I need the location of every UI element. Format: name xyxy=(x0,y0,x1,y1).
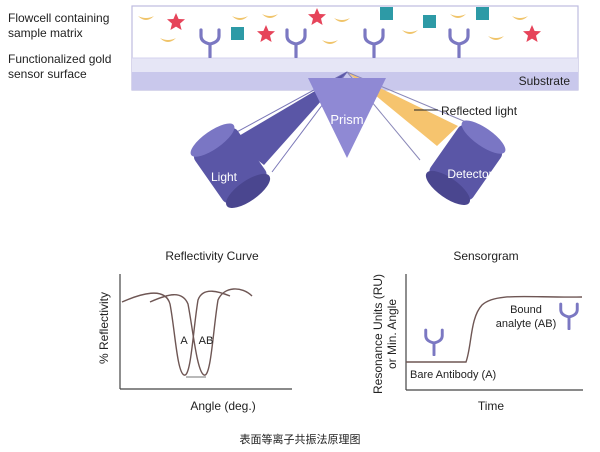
bare-antibody-icon xyxy=(424,328,444,356)
figure-caption: 表面等离子共振法原理图 xyxy=(240,432,361,446)
reflectivity-chart: Reflectivity Curve A AB Angle (deg.) % R… xyxy=(97,249,292,413)
sensorgram-curve xyxy=(406,295,583,363)
curve-a-label: A xyxy=(180,335,188,347)
crescent xyxy=(512,16,528,20)
square-icon xyxy=(476,7,489,20)
crescent xyxy=(262,14,278,18)
sensorgram-y-label-line1: Resonance Units (RU) xyxy=(371,274,385,394)
bound-antibody-icon xyxy=(559,302,579,330)
curve-ab xyxy=(149,288,253,376)
square-icon xyxy=(423,15,436,28)
sensorgram-chart: Sensorgram Bare Antibody (A) Bound analy… xyxy=(371,249,583,413)
square-icon xyxy=(380,7,393,20)
reflectivity-x-label: Angle (deg.) xyxy=(190,399,255,413)
flowcell-label-line2: sample matrix xyxy=(8,26,83,40)
reflectivity-y-label: % Reflectivity xyxy=(97,292,111,364)
bare-antibody-label: Bare Antibody (A) xyxy=(410,369,496,381)
crescent xyxy=(322,40,338,44)
light-label: Light xyxy=(211,170,238,184)
square-icon xyxy=(231,27,244,40)
prism-label: Prism xyxy=(330,112,363,127)
curve-a xyxy=(121,290,231,376)
analyte-crescents xyxy=(138,14,528,44)
crescent xyxy=(232,16,248,20)
bound-label-line2: analyte (AB) xyxy=(496,318,557,330)
flowcell-label-line1: Flowcell containing xyxy=(8,11,109,25)
gold-sensor-layer xyxy=(132,58,578,72)
crescent xyxy=(402,30,418,34)
prism: Prism xyxy=(308,78,386,158)
detector: Detector xyxy=(425,120,506,205)
bound-label-line1: Bound xyxy=(510,304,542,316)
gold-label-line2: sensor surface xyxy=(8,67,87,81)
detector-label: Detector xyxy=(447,167,492,181)
curve-ab-label: AB xyxy=(199,335,214,347)
crescent xyxy=(488,36,504,40)
crescent xyxy=(450,14,466,18)
crescent xyxy=(138,16,154,20)
reflected-light-label: Reflected light xyxy=(441,104,518,118)
reflectivity-title: Reflectivity Curve xyxy=(165,249,259,263)
sensorgram-x-label: Time xyxy=(478,399,505,413)
sensorgram-title: Sensorgram xyxy=(453,249,518,263)
substrate-label: Substrate xyxy=(519,74,571,88)
light-source: Light xyxy=(190,123,271,208)
crescent xyxy=(334,18,350,22)
analyte-squares xyxy=(231,7,489,40)
gold-label-line1: Functionalized gold xyxy=(8,52,111,66)
crescent xyxy=(160,38,176,42)
sensorgram-y-label-line2: or Min. Angle xyxy=(385,299,399,369)
